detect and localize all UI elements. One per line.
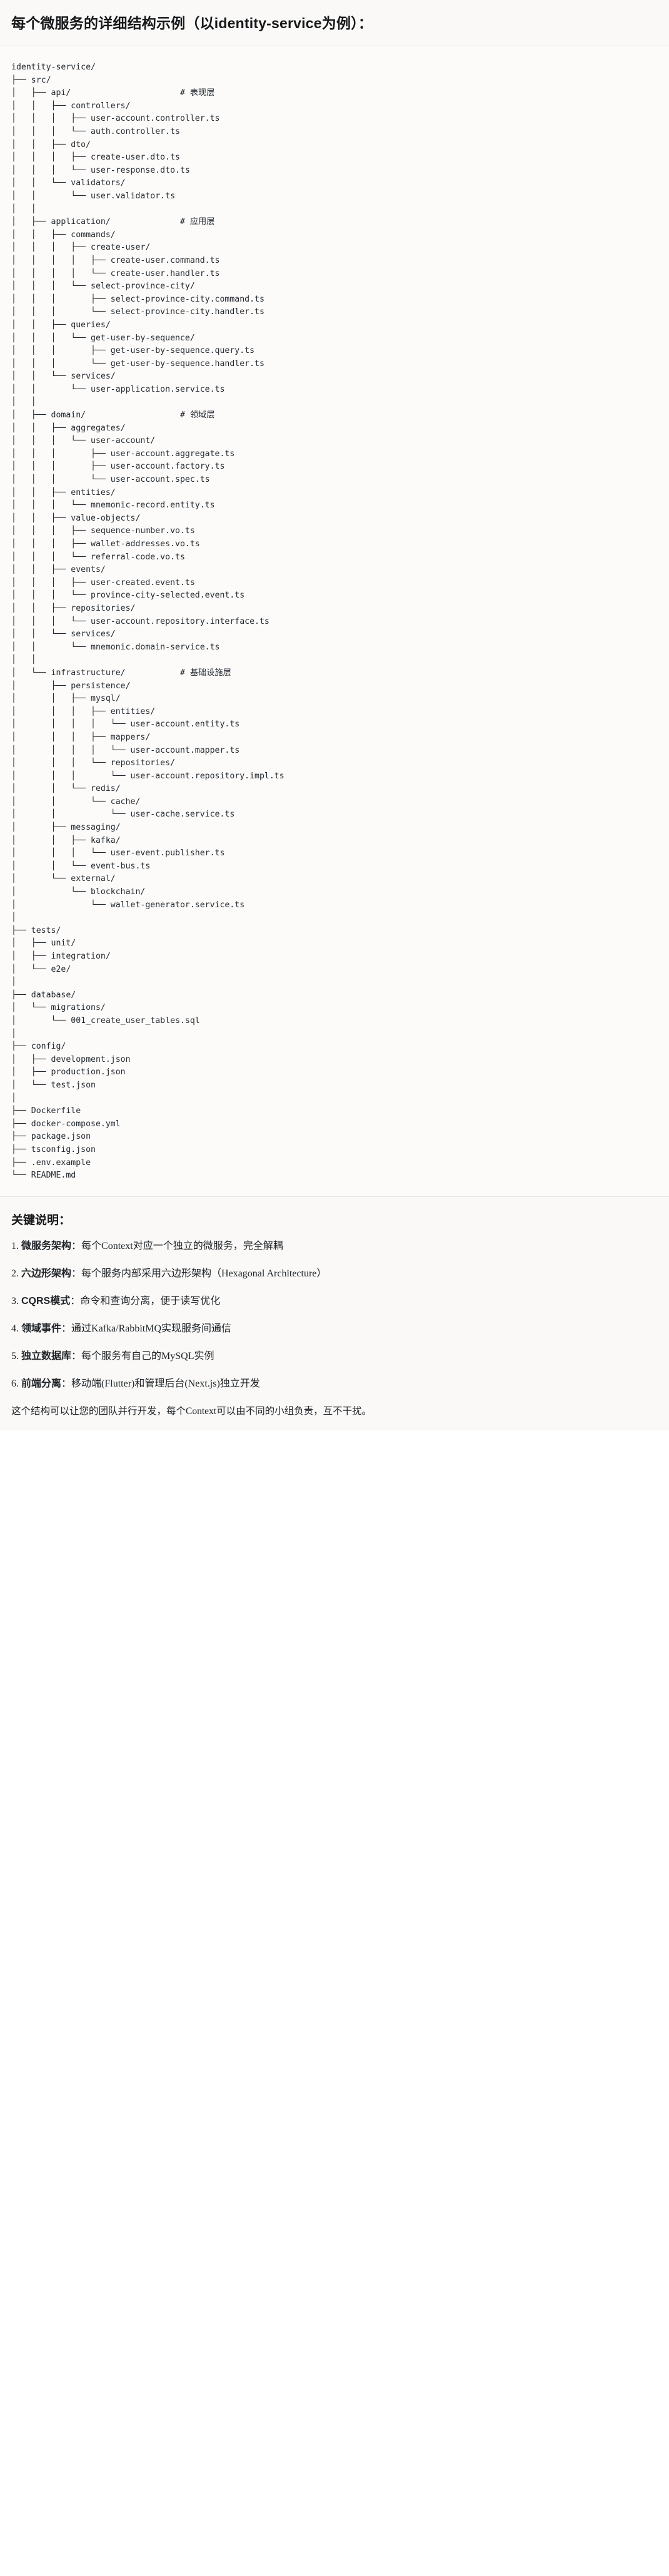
document-page: 每个微服务的详细结构示例（以identity-service为例）： ident… bbox=[0, 0, 669, 1430]
note-term: 前端分离 bbox=[21, 1378, 62, 1389]
note-description: 通过Kafka/RabbitMQ实现服务间通信 bbox=[71, 1323, 232, 1334]
key-notes-title: 关键说明： bbox=[11, 1213, 71, 1227]
note-description: 移动端(Flutter)和管理后台(Next.js)独立开发 bbox=[71, 1378, 260, 1389]
note-separator: ： bbox=[61, 1378, 72, 1389]
list-item: 微服务架构：每个Context对应一个独立的微服务，完全解耦 bbox=[11, 1239, 658, 1254]
note-term: 微服务架构 bbox=[21, 1240, 72, 1251]
key-notes-list: 微服务架构：每个Context对应一个独立的微服务，完全解耦 六边形架构：每个服… bbox=[11, 1239, 658, 1392]
note-description: 命令和查询分离，便于读写优化 bbox=[80, 1295, 221, 1306]
note-description: 每个服务内部采用六边形架构（Hexagonal Architecture） bbox=[81, 1268, 327, 1279]
list-item: 独立数据库：每个服务有自己的MySQL实例 bbox=[11, 1349, 658, 1364]
note-separator: ： bbox=[71, 1240, 82, 1251]
note-separator: ： bbox=[70, 1295, 81, 1306]
note-description: 每个服务有自己的MySQL实例 bbox=[81, 1350, 214, 1362]
note-term: 领域事件 bbox=[21, 1323, 62, 1334]
note-term: 六边形架构 bbox=[21, 1268, 72, 1279]
note-separator: ： bbox=[71, 1268, 82, 1279]
list-item: 领域事件：通过Kafka/RabbitMQ实现服务间通信 bbox=[11, 1321, 658, 1336]
directory-tree-block: identity-service/ ├── src/ │ ├── api/ # … bbox=[0, 46, 669, 1197]
note-separator: ： bbox=[61, 1323, 72, 1334]
directory-tree: identity-service/ ├── src/ │ ├── api/ # … bbox=[11, 63, 284, 1181]
key-notes-section: 关键说明： 微服务架构：每个Context对应一个独立的微服务，完全解耦 六边形… bbox=[0, 1196, 669, 1430]
note-term: CQRS模式 bbox=[21, 1295, 71, 1306]
list-item: 前端分离：移动端(Flutter)和管理后台(Next.js)独立开发 bbox=[11, 1377, 658, 1392]
note-term: 独立数据库 bbox=[21, 1350, 72, 1362]
list-item: CQRS模式：命令和查询分离，便于读写优化 bbox=[11, 1294, 658, 1309]
document-header: 每个微服务的详细结构示例（以identity-service为例）： bbox=[0, 0, 669, 47]
note-separator: ： bbox=[71, 1350, 82, 1362]
note-description: 每个Context对应一个独立的微服务，完全解耦 bbox=[81, 1240, 283, 1251]
closing-paragraph: 这个结构可以让您的团队并行开发，每个Context可以由不同的小组负责，互不干扰… bbox=[11, 1405, 372, 1417]
page-title: 每个微服务的详细结构示例（以identity-service为例）： bbox=[11, 15, 373, 31]
list-item: 六边形架构：每个服务内部采用六边形架构（Hexagonal Architectu… bbox=[11, 1266, 658, 1281]
